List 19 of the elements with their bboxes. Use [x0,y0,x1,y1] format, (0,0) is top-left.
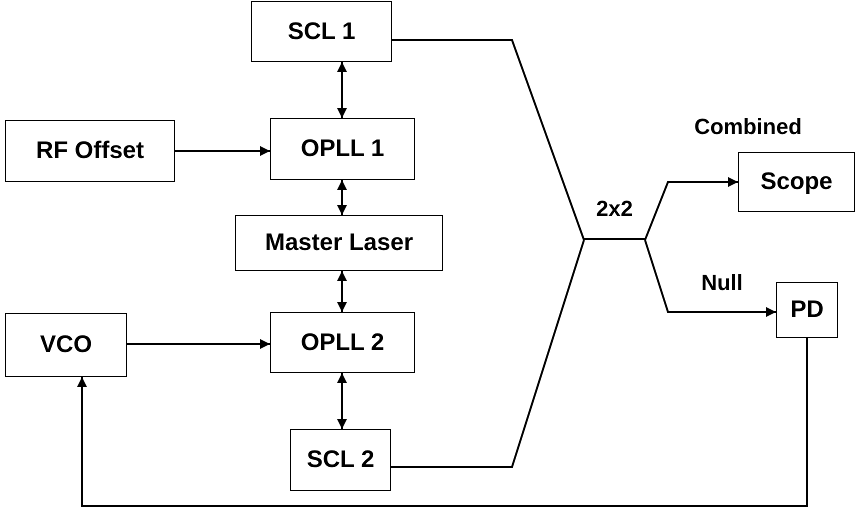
connector-arrow [337,271,347,312]
connector-arrow [337,373,347,429]
coupler-label: 2x2 [596,196,633,222]
block-box: OPLL 2 [270,312,415,373]
block-box: OPLL 1 [270,118,415,180]
block-box: SCL 1 [251,1,392,62]
block-box: PD [776,282,838,338]
connector-arrow [337,62,347,118]
block-box: SCL 2 [290,429,391,491]
block-box: VCO [5,313,127,377]
connector-arrow [175,146,270,156]
block-box: RF Offset [5,120,175,182]
connector-arrow [77,338,808,507]
connector-arrow [644,240,776,317]
connector-arrow [337,180,347,215]
connector-arrow [644,177,738,240]
connector-arrow [127,339,270,349]
block-box: Scope [738,152,855,212]
block-box: Master Laser [235,215,443,271]
